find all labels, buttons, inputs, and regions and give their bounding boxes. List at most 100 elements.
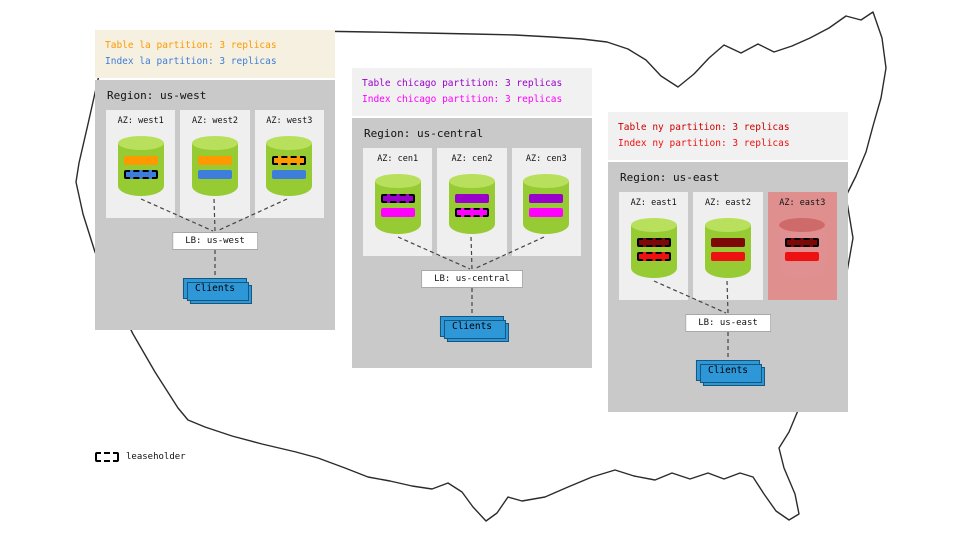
cylinder-top xyxy=(448,174,495,188)
region-group-us-east: Table ny partition: 3 replicas Index ny … xyxy=(608,112,848,412)
clients-box: Clients xyxy=(182,278,248,299)
az-east3-failed: AZ: east3 xyxy=(767,192,837,300)
table-partition-note: Table ny partition: 3 replicas xyxy=(618,122,790,133)
cylinder-body xyxy=(374,181,421,234)
az-label: AZ: east3 xyxy=(779,198,826,208)
region-box-us-west: Region: us-west AZ: west1 AZ: west2 xyxy=(95,80,335,330)
database-cylinder xyxy=(704,218,751,278)
table-replica-bar xyxy=(710,238,745,247)
database-cylinder xyxy=(266,136,313,196)
cylinder-top xyxy=(374,174,421,188)
database-cylinder xyxy=(523,174,570,234)
cylinder-body xyxy=(630,225,677,278)
az-cen3: AZ: cen3 xyxy=(511,148,581,256)
database-cylinder xyxy=(374,174,421,234)
az-label: AZ: east1 xyxy=(630,198,677,208)
table-replica-bar-leaseholder xyxy=(272,156,307,165)
az-east1: AZ: east1 xyxy=(619,192,689,300)
az-label: AZ: west3 xyxy=(266,116,313,126)
load-balancer-us-central: LB: us-central xyxy=(421,270,523,288)
annotation-us-east: Table ny partition: 3 replicas Index ny … xyxy=(608,112,848,160)
annotation-us-west: Table la partition: 3 replicas Index la … xyxy=(95,30,335,78)
az-label: AZ: east2 xyxy=(704,198,752,208)
database-cylinder-failed xyxy=(779,218,826,278)
cylinder-top xyxy=(117,136,164,150)
load-balancer-us-east: LB: us-east xyxy=(685,314,771,332)
leaseholder-dashed-swatch xyxy=(95,452,119,462)
cylinder-body xyxy=(779,225,826,278)
database-cylinder xyxy=(191,136,238,196)
cylinder-body xyxy=(704,225,751,278)
region-group-us-west: Table la partition: 3 replicas Index la … xyxy=(95,30,335,330)
region-box-us-east: Region: us-east AZ: east1 AZ: east2 xyxy=(608,162,848,412)
az-label: AZ: cen2 xyxy=(451,154,493,164)
index-replica-bar xyxy=(380,208,415,217)
replica-bars xyxy=(272,156,307,179)
az-row: AZ: east1 AZ: east2 xyxy=(619,192,837,300)
table-replica-bar xyxy=(197,156,232,165)
table-partition-note: Table chicago partition: 3 replicas xyxy=(362,78,563,89)
table-replica-bar xyxy=(123,156,158,165)
index-replica-bar xyxy=(710,252,745,261)
az-east2: AZ: east2 xyxy=(693,192,763,300)
cylinder-top xyxy=(779,218,826,232)
database-cylinder xyxy=(448,174,495,234)
az-label: AZ: cen3 xyxy=(525,154,567,164)
index-partition-note: Index la partition: 3 replicas xyxy=(105,56,277,67)
az-row: AZ: west1 AZ: west2 xyxy=(106,110,324,218)
region-box-us-central: Region: us-central AZ: cen1 AZ: cen2 xyxy=(352,118,592,368)
replica-bars xyxy=(454,194,489,217)
table-replica-bar-leaseholder xyxy=(380,194,415,203)
index-partition-note: Index ny partition: 3 replicas xyxy=(618,138,790,149)
az-label: AZ: west2 xyxy=(191,116,239,126)
index-replica-bar xyxy=(785,252,820,261)
cylinder-body xyxy=(448,181,495,234)
cylinder-body xyxy=(117,143,164,196)
cylinder-body xyxy=(191,143,238,196)
cylinder-top xyxy=(266,136,313,150)
table-replica-bar xyxy=(454,194,489,203)
az-west1: AZ: west1 xyxy=(106,110,176,218)
index-partition-note: Index chicago partition: 3 replicas xyxy=(362,94,563,105)
table-replica-bar-leaseholder xyxy=(785,238,820,247)
cylinder-top xyxy=(704,218,751,232)
az-cen1: AZ: cen1 xyxy=(363,148,433,256)
region-title: Region: us-west xyxy=(107,89,207,102)
clients-box: Clients xyxy=(439,316,505,337)
index-replica-bar xyxy=(272,170,307,179)
replica-bars xyxy=(785,238,820,261)
cylinder-top xyxy=(191,136,238,150)
cylinder-top xyxy=(523,174,570,188)
clients-box: Clients xyxy=(695,360,761,381)
replica-bars xyxy=(123,156,158,179)
index-replica-bar-leaseholder xyxy=(454,208,489,217)
az-row: AZ: cen1 AZ: cen2 xyxy=(363,148,581,256)
leaseholder-key-label: leaseholder xyxy=(126,452,186,462)
index-replica-bar xyxy=(197,170,232,179)
az-west2: AZ: west2 xyxy=(180,110,250,218)
replica-bars xyxy=(529,194,564,217)
table-partition-note: Table la partition: 3 replicas xyxy=(105,40,277,51)
region-title: Region: us-east xyxy=(620,171,720,184)
replica-bars xyxy=(636,238,671,261)
cylinder-body xyxy=(266,143,313,196)
region-group-us-central: Table chicago partition: 3 replicas Inde… xyxy=(352,68,592,368)
cylinder-top xyxy=(630,218,677,232)
az-label: AZ: cen1 xyxy=(377,154,419,164)
az-west3: AZ: west3 xyxy=(254,110,324,218)
leaseholder-key: leaseholder xyxy=(95,452,186,462)
cylinder-body xyxy=(523,181,570,234)
index-replica-bar xyxy=(529,208,564,217)
load-balancer-us-west: LB: us-west xyxy=(172,232,258,250)
annotation-us-central: Table chicago partition: 3 replicas Inde… xyxy=(352,68,592,116)
replica-bars xyxy=(197,156,232,179)
az-cen2: AZ: cen2 xyxy=(437,148,507,256)
replica-bars xyxy=(380,194,415,217)
index-replica-bar-leaseholder xyxy=(636,252,671,261)
table-replica-bar xyxy=(529,194,564,203)
replica-bars xyxy=(710,238,745,261)
database-cylinder xyxy=(630,218,677,278)
database-cylinder xyxy=(117,136,164,196)
region-title: Region: us-central xyxy=(364,127,484,140)
table-replica-bar-leaseholder xyxy=(636,238,671,247)
